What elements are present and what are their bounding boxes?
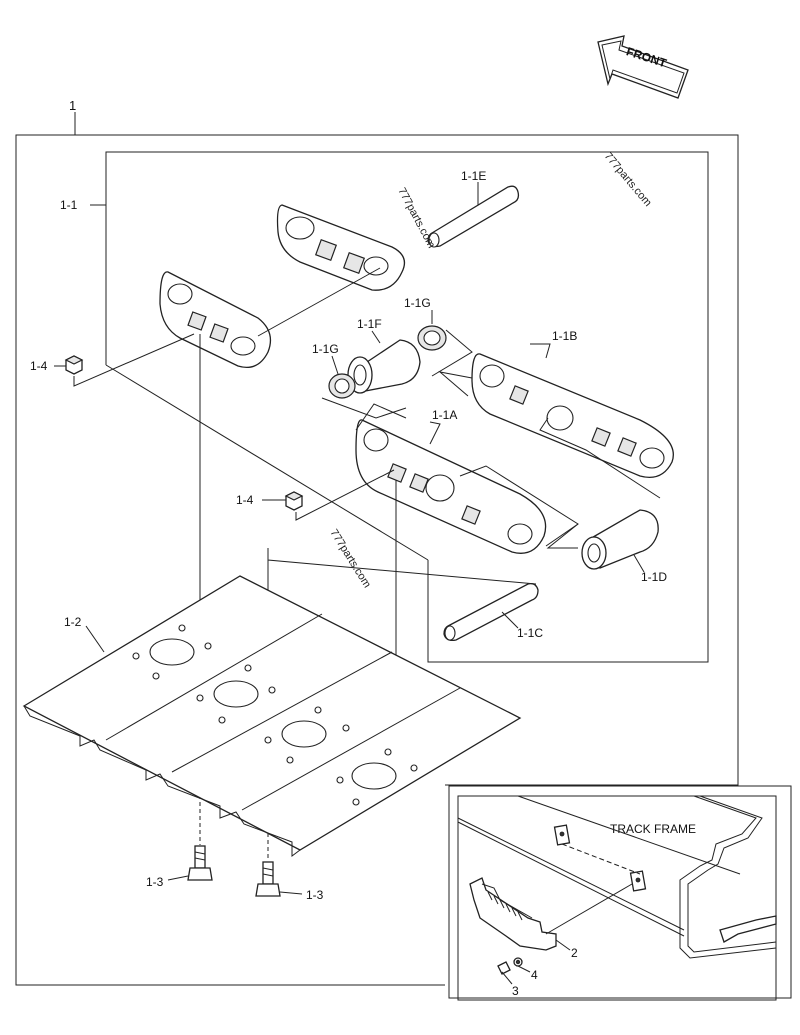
link-1-1b [471,353,674,479]
callout-1-1d: 1-1D [641,570,667,584]
leader-frame-diagonal [105,364,429,561]
leader-bushing-d [546,523,579,549]
leader-1-1a [429,421,441,445]
callout-1-1a: 1-1A [432,408,457,422]
pin-1-1e [427,185,520,248]
outer-frame [15,134,739,986]
leader-link-a [355,403,407,431]
leader-pin-upper [257,267,381,337]
callout-1-1f: 1-1F [357,317,382,331]
leader-nut-top [73,333,195,387]
leader-link-b2 [539,417,661,499]
callout-1-1g-left: 1-1G [312,342,339,356]
leader-1-1d [633,554,645,573]
callout-1-1c: 1-1C [517,626,543,640]
bolt-1-3-right [255,861,281,897]
nut-1-4-mid [284,491,304,511]
inset-panel: TRACK FRAME 2 4 3 [448,785,792,1001]
inset-title: TRACK FRAME [610,822,696,836]
watermark-1: 777parts.com [395,186,437,250]
leader-seal-left [321,397,407,419]
inset-callout-4: 4 [531,968,538,982]
bushing-1-1d [581,509,659,570]
callout-1-4-mid: 1-4 [236,493,254,507]
callout-1-1b: 1-1B [552,329,577,343]
callout-1-2: 1-2 [64,615,82,629]
callout-1-1: 1-1 [60,198,78,212]
callout-1-1e: 1-1E [461,169,486,183]
leader-pin-c [267,548,537,585]
callout-1-4-top: 1-4 [30,359,48,373]
leader-1-1g-left [331,355,339,375]
leader-1-1c [501,611,519,629]
leader-1-1b [530,343,551,359]
leader-nut-mid [295,469,395,521]
upper-link-inner [159,271,272,369]
callout-1: 1 [69,98,76,113]
pin-1-1c [443,582,539,642]
inset-callout-3: 3 [512,984,519,998]
leader-link-b [438,371,473,397]
seal-1-1g-top [417,325,447,351]
leader-seal-top [431,329,473,377]
leader-link-a2 [459,465,579,547]
watermark-2: 777parts.com [602,150,654,209]
seal-1-1g-left [328,373,356,399]
nut-1-4-top [64,355,84,375]
callout-1-3-right: 1-3 [306,888,324,902]
bolt-1-3-left [187,845,213,881]
callout-1-1g-top: 1-1G [404,296,431,310]
link-1-1a [355,419,547,554]
leader-1-2 [85,625,105,653]
leader-1-3-left [167,875,189,881]
callout-1-3-left: 1-3 [146,875,164,889]
watermark-3: 777parts.com [327,527,372,590]
upper-link-outer [276,204,406,291]
inset-callout-2: 2 [571,946,578,960]
front-arrow: FRONT [597,35,689,99]
bracket-teeth [487,891,523,921]
inner-frame [105,151,709,663]
leader-1-1f [371,330,381,344]
leader-1-3-right [279,891,303,895]
bushing-1-1f [347,339,421,394]
track-shoe-1-2 [22,575,522,857]
